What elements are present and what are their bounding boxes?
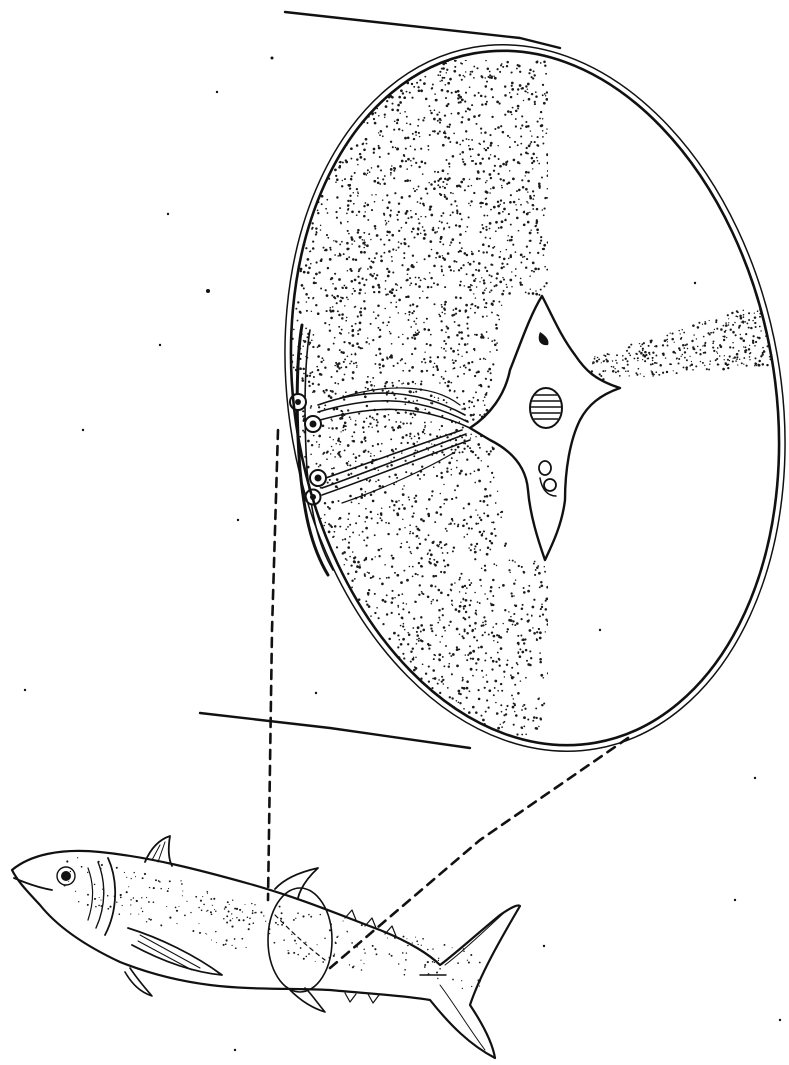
centrum — [530, 388, 562, 428]
upper-tangent-line — [285, 12, 560, 48]
lower-tangent-line — [200, 713, 470, 748]
red-muscle-fibers — [318, 388, 470, 503]
projection-line-left — [268, 430, 278, 900]
fish-stipple — [64, 857, 481, 989]
stray-specks — [24, 57, 781, 1052]
stippled-dorsal-patch — [591, 309, 781, 380]
